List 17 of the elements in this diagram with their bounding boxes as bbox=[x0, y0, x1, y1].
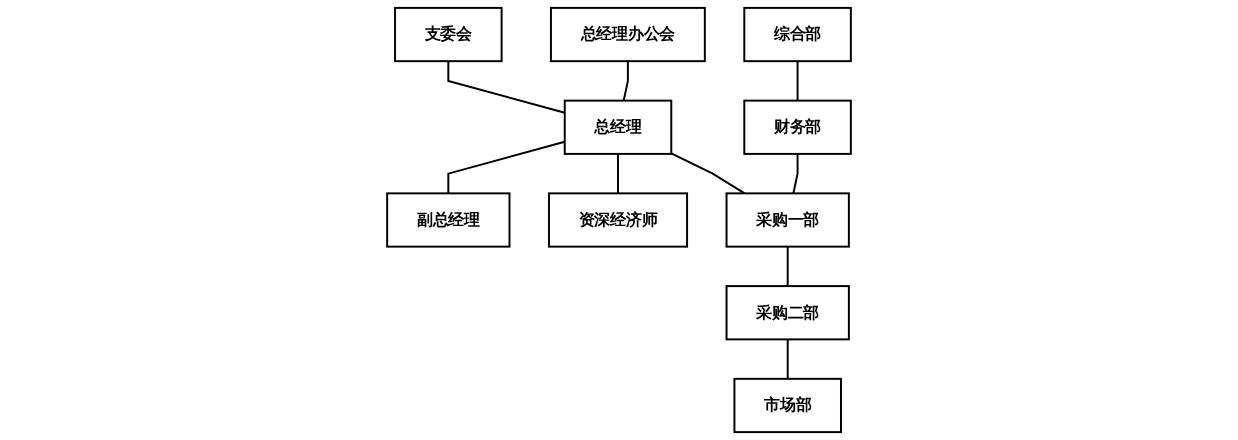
node-box: 支委会 bbox=[394, 6, 503, 63]
connector bbox=[617, 152, 619, 195]
node-box: 总经理办公会 bbox=[549, 6, 706, 63]
connector bbox=[786, 338, 789, 380]
connector bbox=[796, 60, 799, 102]
node-box: 财务部 bbox=[743, 99, 852, 155]
connector bbox=[792, 152, 799, 195]
node-box: 采购二部 bbox=[725, 285, 850, 341]
node-box: 市场部 bbox=[733, 377, 842, 434]
node-box: 副总经理 bbox=[386, 192, 511, 248]
node-box: 采购一部 bbox=[725, 192, 850, 248]
node-box: 总经理 bbox=[563, 99, 673, 155]
connector bbox=[622, 60, 629, 102]
connector bbox=[670, 152, 746, 195]
node-box: 资深经济师 bbox=[547, 192, 689, 248]
node-box: 综合部 bbox=[743, 6, 852, 63]
connector bbox=[786, 245, 789, 288]
